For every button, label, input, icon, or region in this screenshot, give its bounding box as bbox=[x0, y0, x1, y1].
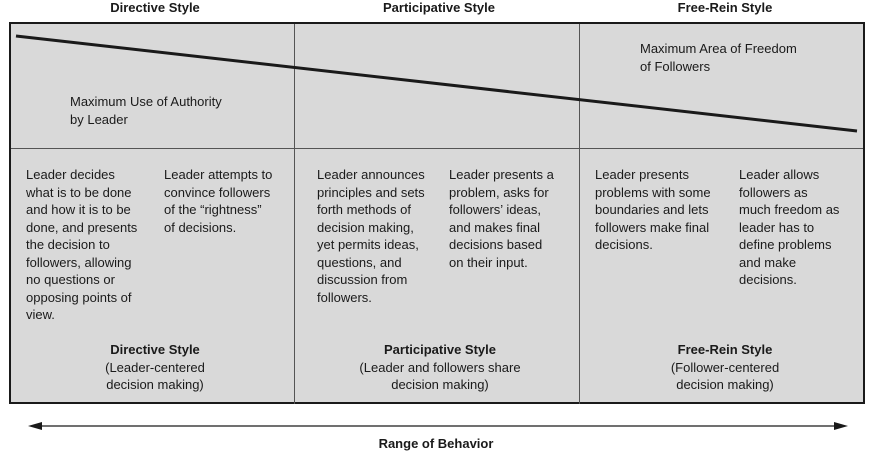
behavior-line: of decisions. bbox=[164, 219, 237, 235]
behavior-line: problems with some bbox=[595, 184, 711, 200]
behavior-line: leader has to bbox=[739, 219, 815, 235]
behavior-line: opposing points of bbox=[26, 289, 132, 305]
behavior-line: Leader announces bbox=[317, 167, 425, 182]
header-participative-style: Participative Style bbox=[383, 0, 495, 15]
behavior-line: much freedom as bbox=[739, 202, 840, 217]
behavior-line: Leader presents bbox=[595, 167, 689, 182]
behavior-line: of the “rightness” bbox=[164, 202, 262, 217]
behavior-line: followers. bbox=[317, 289, 372, 305]
behavior-line: no questions or bbox=[26, 272, 115, 287]
behavior-line: convince followers bbox=[164, 184, 271, 200]
behavior-line: Leader decides bbox=[26, 167, 115, 182]
behavior-line: forth methods of bbox=[317, 202, 411, 217]
behavior-line: Leader attempts to bbox=[164, 167, 273, 182]
header-directive-style: Directive Style bbox=[110, 0, 200, 15]
behavior-line: problem, asks for bbox=[449, 184, 549, 200]
behavior-line: and make bbox=[739, 254, 797, 270]
behavior-line: decisions. bbox=[739, 272, 797, 287]
behavior-line: followers, allowing bbox=[26, 254, 132, 270]
authority-label: Maximum Use of Authority by Leader bbox=[70, 94, 222, 127]
behavior-line: Leader allows bbox=[739, 167, 820, 182]
behavior-leader-presents-boundaries: Leader presents problems with some boundar… bbox=[595, 166, 711, 254]
behavior-line: followers as bbox=[739, 184, 808, 200]
column-divider-1 bbox=[294, 24, 295, 404]
behavior-line: decision making, bbox=[317, 219, 414, 235]
behavior-line: yet permits ideas, bbox=[317, 237, 419, 252]
behavior-line: decisions. bbox=[595, 237, 653, 252]
behavior-leader-presents-problem: Leader presents a problem, asks for follow… bbox=[449, 166, 554, 271]
behavior-line: followers’ ideas, bbox=[449, 202, 542, 217]
behavior-leader-decides: Leader decides what is to be done and how … bbox=[26, 166, 137, 324]
behavior-line: boundaries and lets bbox=[595, 202, 709, 217]
caption-participative: Participative Style (Leader and follower… bbox=[359, 342, 521, 392]
behavior-line: view. bbox=[26, 307, 55, 322]
behavior-line: the decision to bbox=[26, 237, 110, 252]
row-divider bbox=[11, 148, 863, 149]
behavior-line: Leader presents a bbox=[449, 167, 554, 182]
column-divider-2 bbox=[579, 24, 580, 404]
freedom-label: Maximum Area of Freedom of Followers bbox=[640, 41, 797, 74]
caption-directive: Directive Style (Leader-centered decisio… bbox=[105, 342, 205, 392]
behavior-line: principles and sets bbox=[317, 184, 425, 200]
behavior-line: what is to be done bbox=[26, 184, 132, 200]
behavior-leader-allows-freedom: Leader allows followers as much freedom as… bbox=[739, 166, 839, 289]
behavior-line: and makes final bbox=[449, 219, 541, 235]
behavior-leader-announces: Leader announces principles and sets forth… bbox=[317, 166, 425, 306]
behavior-line: on their input. bbox=[449, 254, 528, 270]
range-arrow-left-head bbox=[28, 422, 42, 430]
authority-freedom-diagonal bbox=[15, 34, 858, 133]
range-of-behavior-label: Range of Behavior bbox=[378, 436, 494, 451]
behavior-leader-convinces: Leader attempts to convince followers of t… bbox=[164, 166, 272, 236]
behavior-line: discussion from bbox=[317, 272, 408, 287]
diagram-frame bbox=[9, 22, 865, 404]
range-arrow-right-head bbox=[834, 422, 848, 430]
behavior-line: define problems bbox=[739, 237, 832, 252]
behavior-line: followers make final bbox=[595, 219, 710, 235]
behavior-line: and how it is to be bbox=[26, 202, 131, 217]
behavior-line: done, and presents bbox=[26, 219, 138, 235]
caption-free-rein: Free-Rein Style (Follower-centered decis… bbox=[670, 342, 780, 392]
behavior-line: decisions based bbox=[449, 237, 543, 252]
header-free-rein-style: Free-Rein Style bbox=[677, 0, 773, 15]
behavior-line: questions, and bbox=[317, 254, 402, 270]
